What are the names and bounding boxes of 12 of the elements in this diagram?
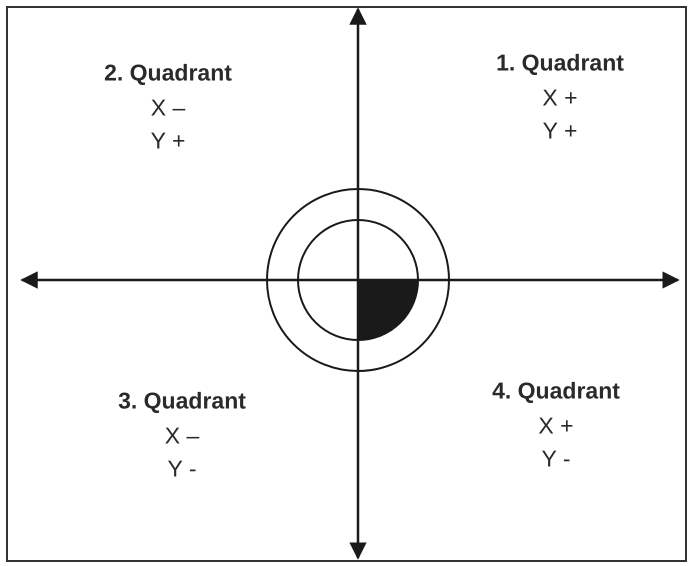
sign-label: Y - — [542, 448, 570, 470]
quadrant-heading: 3. Quadrant — [118, 390, 246, 412]
sign-label: X + — [542, 86, 578, 110]
sign-label: Y + — [150, 130, 186, 152]
quadrant-heading: 4. Quadrant — [492, 380, 620, 402]
sign-label: X – — [150, 96, 186, 120]
quadrant-heading: 1. Quadrant — [496, 52, 624, 74]
sign-label: X – — [164, 424, 200, 448]
quadrant-heading: 2. Quadrant — [104, 62, 232, 84]
sign-label: Y + — [542, 120, 578, 142]
sign-label: X + — [538, 414, 574, 438]
sign-label: Y - — [168, 458, 196, 480]
